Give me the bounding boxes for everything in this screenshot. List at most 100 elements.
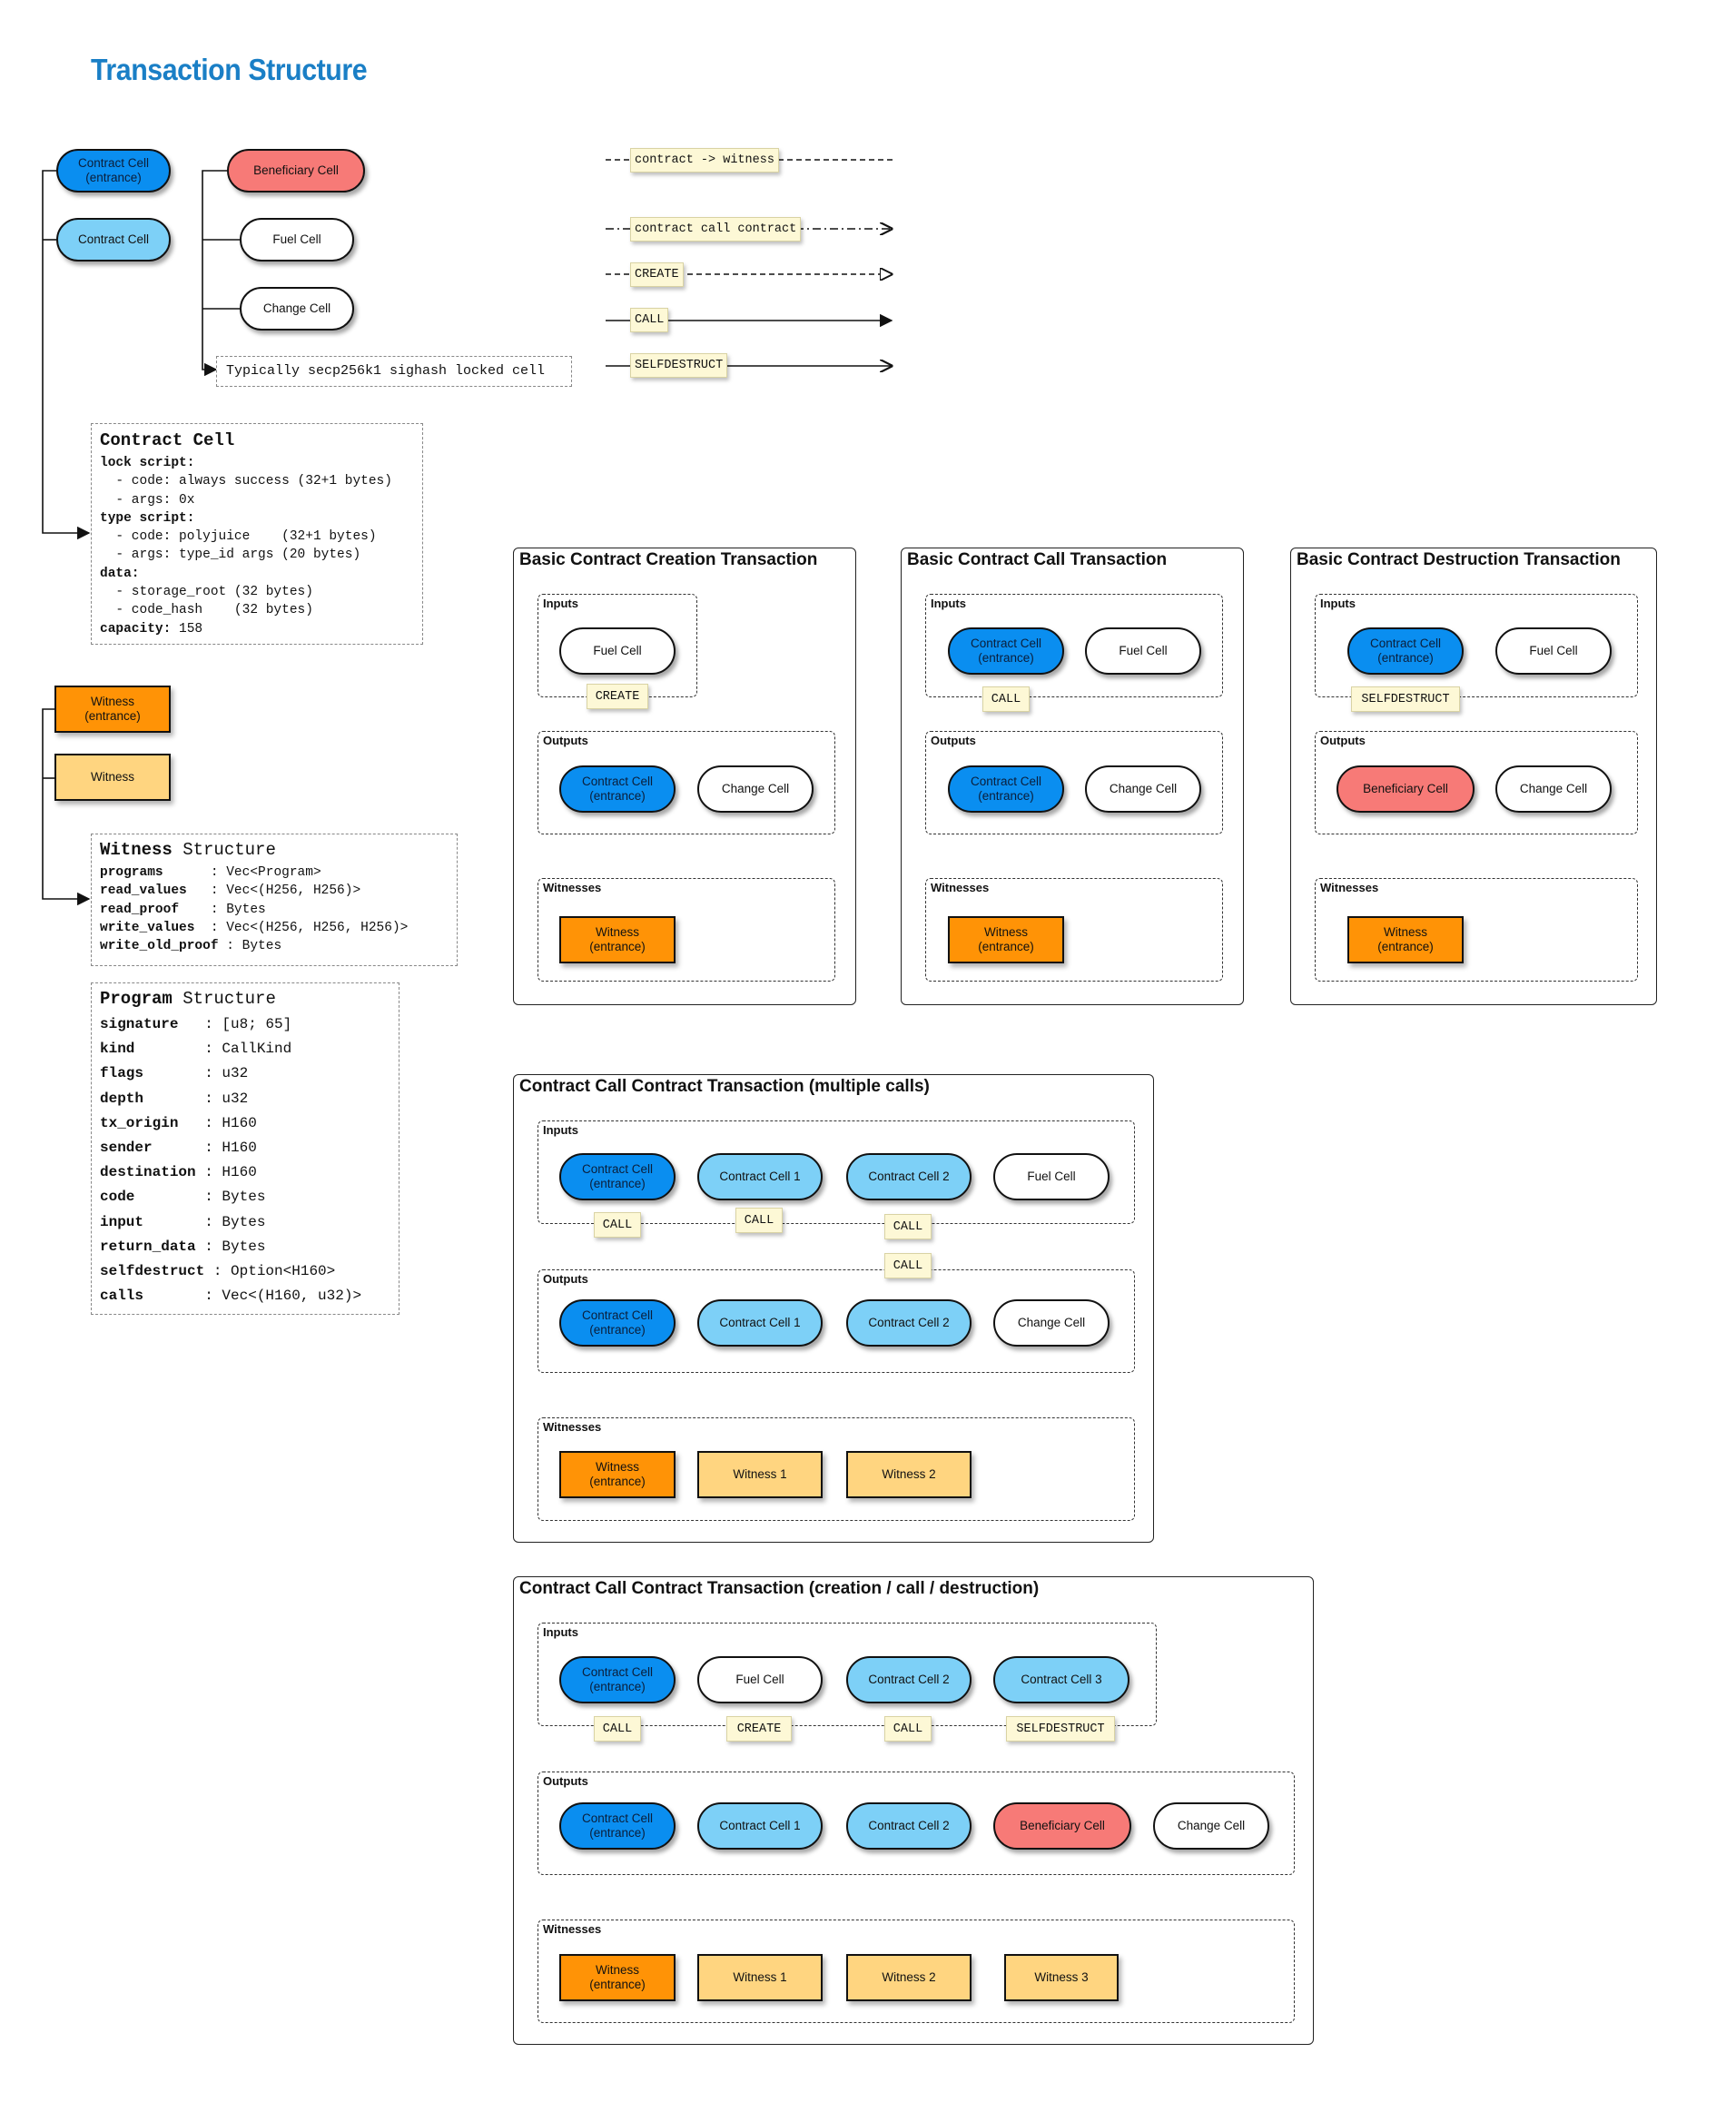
program-structure-field: depth : u32 [100,1090,249,1107]
legend-tag-selfdestruct: SELFDESTRUCT [630,353,728,378]
outputs-label: Outputs [1320,734,1366,747]
program-structure-field: sender : H160 [100,1140,257,1157]
call-input-fuel-cell: Fuel Cell [1085,627,1201,675]
ccd-input-contract-3: Contract Cell 3 [993,1656,1129,1703]
inputs-label: Inputs [543,597,578,610]
ccd-input-contract-entrance: Contract Cell (entrance) [559,1656,676,1703]
witnesses-label: Witnesses [1320,881,1379,894]
destruction-input-contract-cell: Contract Cell (entrance) [1347,627,1464,675]
multi-outputs-group: Outputs [538,1269,1135,1373]
ccd-witnesses-group: Witnesses [538,1920,1295,2023]
ccd-title: Contract Call Contract Transaction (crea… [519,1579,1040,1598]
ccd-output-contract-1: Contract Cell 1 [697,1802,823,1850]
destruction-input-fuel-cell: Fuel Cell [1495,627,1612,675]
outputs-label: Outputs [543,1272,588,1286]
multi-input-contract-2: Contract Cell 2 [846,1153,972,1200]
destruction-outputs-group: Outputs [1315,731,1638,834]
witness-tree-lines [42,708,91,906]
legend-witness: Witness [54,754,171,801]
destruction-selfdestruct-tag: SELFDESTRUCT [1351,686,1460,712]
outputs-label: Outputs [931,734,976,747]
multi-call-tag-0: CALL [594,1212,641,1238]
call-title: Basic Contract Call Transaction [907,550,1168,569]
legend-contract-cell: Contract Cell [56,218,171,262]
call-witnesses-group: Witnesses [925,878,1223,982]
legend-beneficiary-cell: Beneficiary Cell [227,149,365,192]
data-storage-root: - storage_root (32 bytes) [100,585,313,600]
call-outputs-group: Outputs [925,731,1223,834]
contract-tree-lines [42,170,91,540]
multi-output-contract-2: Contract Cell 2 [846,1299,972,1347]
ccd-witness-3: Witness 3 [1004,1954,1119,2001]
legend-witness-entrance: Witness (entrance) [54,686,171,733]
ccd-call-tag-0: CALL [594,1716,641,1742]
type-args: - args: type_id args (20 bytes) [100,548,361,563]
creation-create-tag: CREATE [587,684,648,709]
data-code-hash: - code_hash (32 bytes) [100,603,313,618]
type-code: - code: polyjuice (32+1 bytes) [100,529,377,545]
lock-code: - code: always success (32+1 bytes) [100,474,392,489]
program-structure-field: calls : Vec<(H160, u32)> [100,1288,362,1305]
legend-tag-call-contract: contract call contract [630,217,802,242]
call-input-contract-cell: Contract Cell (entrance) [948,627,1064,675]
witnesses-label: Witnesses [543,1420,602,1434]
ccd-output-contract-2: Contract Cell 2 [846,1802,972,1850]
data-label: data: [100,566,140,581]
program-structure-field: kind : CallKind [100,1041,292,1058]
call-witness: Witness (entrance) [948,916,1064,963]
inputs-label: Inputs [1320,597,1356,610]
page-title: Transaction Structure [91,53,368,86]
ccd-output-change-cell: Change Cell [1153,1802,1269,1850]
multi-output-contract-1: Contract Cell 1 [697,1299,823,1347]
ccd-input-contract-2: Contract Cell 2 [846,1656,972,1703]
creation-witness: Witness (entrance) [559,916,676,963]
multi-call-tag-3: CALL [884,1253,932,1278]
creation-outputs-group: Outputs [538,731,835,834]
outputs-label: Outputs [543,734,588,747]
witnesses-label: Witnesses [543,1922,602,1936]
creation-title: Basic Contract Creation Transaction [519,550,818,569]
multi-output-contract-entrance: Contract Cell (entrance) [559,1299,676,1347]
destruction-output-beneficiary-cell: Beneficiary Cell [1337,765,1475,813]
witness-structure-field: write_values : Vec<(H256, H256, H256)> [100,920,409,935]
multi-input-fuel-cell: Fuel Cell [993,1153,1110,1200]
creation-witnesses-group: Witnesses [538,878,835,982]
program-structure-note: Program Structure signature : [u8; 65]ki… [91,982,399,1315]
secp-tree-lines [202,170,240,377]
ccd-output-contract-entrance: Contract Cell (entrance) [559,1802,676,1850]
call-output-change-cell: Change Cell [1085,765,1201,813]
multi-witness-entrance: Witness (entrance) [559,1451,676,1498]
creation-input-fuel-cell: Fuel Cell [559,627,676,675]
ccd-input-fuel-cell: Fuel Cell [697,1656,823,1703]
witness-structure-field: read_proof : Bytes [100,902,266,917]
program-structure-field: return_data : Bytes [100,1238,266,1255]
program-structure-field: code : Bytes [100,1189,266,1206]
destruction-inputs-group: Inputs [1315,594,1638,697]
contract-cell-note-header: Contract Cell [100,430,235,450]
call-output-contract-cell: Contract Cell (entrance) [948,765,1064,813]
legend-tag-witness: contract -> witness [630,148,779,173]
multi-call-tag-1: CALL [735,1208,783,1233]
ccd-witness-2: Witness 2 [846,1954,972,2001]
lock-args: - args: 0x [100,492,195,508]
destruction-title: Basic Contract Destruction Transaction [1297,550,1621,569]
multi-input-contract-1: Contract Cell 1 [697,1153,823,1200]
multi-input-contract-entrance: Contract Cell (entrance) [559,1153,676,1200]
program-structure-field: input : Bytes [100,1213,266,1230]
program-structure-field: selfdestruct : Option<H160> [100,1263,336,1280]
program-structure-field: tx_origin : H160 [100,1114,257,1131]
capacity-row: capacity: 158 [100,621,203,637]
program-structure-field: destination : H160 [100,1164,257,1181]
legend-tag-create: CREATE [630,262,684,287]
program-structure-field: flags : u32 [100,1065,249,1082]
multi-witness-2: Witness 2 [846,1451,972,1498]
witness-structure-note: Witness Structure programs : Vec<Program… [91,834,458,966]
ccd-call-tag-2: CALL [884,1716,932,1742]
creation-output-change-cell: Change Cell [697,765,814,813]
multi-output-change-cell: Change Cell [993,1299,1110,1347]
secp-note: Typically secp256k1 sighash locked cell [216,356,572,387]
lock-script-label: lock script: [100,456,195,470]
ccd-inputs-group: Inputs [538,1623,1157,1726]
ccd-witness-entrance: Witness (entrance) [559,1954,676,2001]
legend-tag-call: CALL [630,308,669,332]
